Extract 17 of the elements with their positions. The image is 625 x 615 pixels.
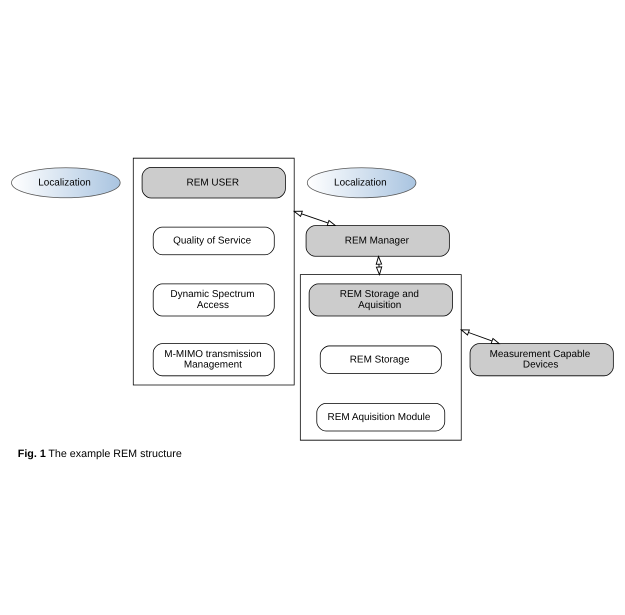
node-box: REM Manager [306,224,450,256]
node-box: Dynamic Spectrum Access [152,282,275,316]
arrow [376,254,382,276]
arrow [292,210,337,226]
node-box: REM Aquisition Module [316,402,446,431]
node-box: Measurement Capable Devices [470,342,614,376]
node-box: REM Storage and Aquisition [308,282,453,316]
node-box: M-MIMO transmission Management [152,342,275,376]
node-box: Quality of Service [152,226,275,255]
node-ellipse: Localization [306,166,416,198]
caption: Fig. 1 The example REM structure [18,448,182,460]
node-ellipse: Localization [11,166,121,198]
node-box: REM Storage [320,345,442,374]
cluster [132,157,295,385]
arrow [460,328,501,344]
node-box: REM USER [142,166,286,198]
cluster [300,274,462,440]
